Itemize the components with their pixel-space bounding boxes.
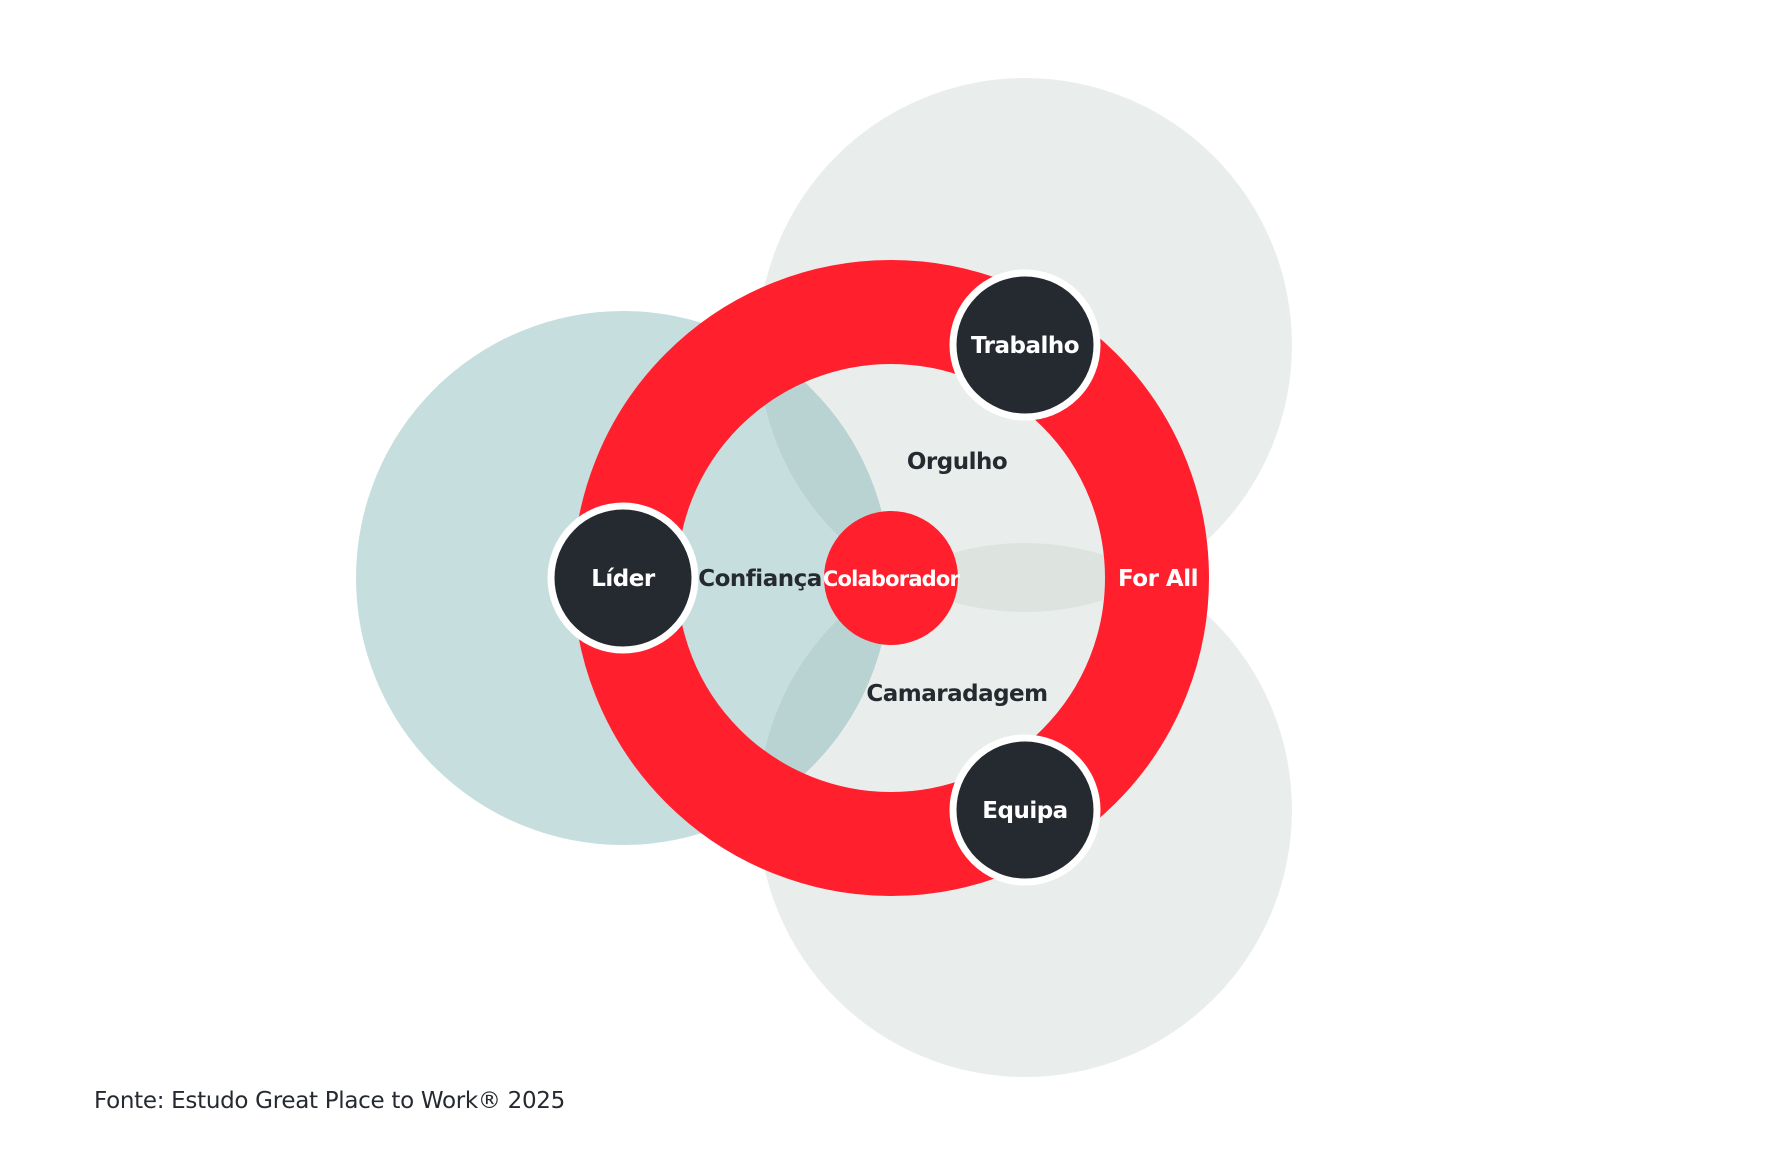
ring-label: For All bbox=[1118, 566, 1198, 592]
relation-label-camaradagem: Camaradagem bbox=[866, 681, 1047, 707]
node-equipa-label: Equipa bbox=[982, 798, 1067, 824]
node-equipa-icon bbox=[949, 734, 1101, 886]
node-lider-label: Líder bbox=[591, 566, 656, 592]
relation-label-orgulho: Orgulho bbox=[907, 449, 1007, 475]
node-trabalho-icon bbox=[949, 269, 1101, 421]
center-label: Colaborador bbox=[823, 567, 961, 591]
node-equipa: Equipa bbox=[949, 734, 1101, 886]
relation-label-confianca: Confiança bbox=[698, 566, 822, 592]
node-lider: Líder bbox=[547, 502, 699, 654]
node-lider-icon bbox=[547, 502, 699, 654]
node-trabalho: Trabalho bbox=[949, 269, 1101, 421]
node-trabalho-label: Trabalho bbox=[971, 333, 1079, 359]
source-note: Fonte: Estudo Great Place to Work® 2025 bbox=[94, 1088, 565, 1114]
center-node bbox=[824, 511, 958, 645]
